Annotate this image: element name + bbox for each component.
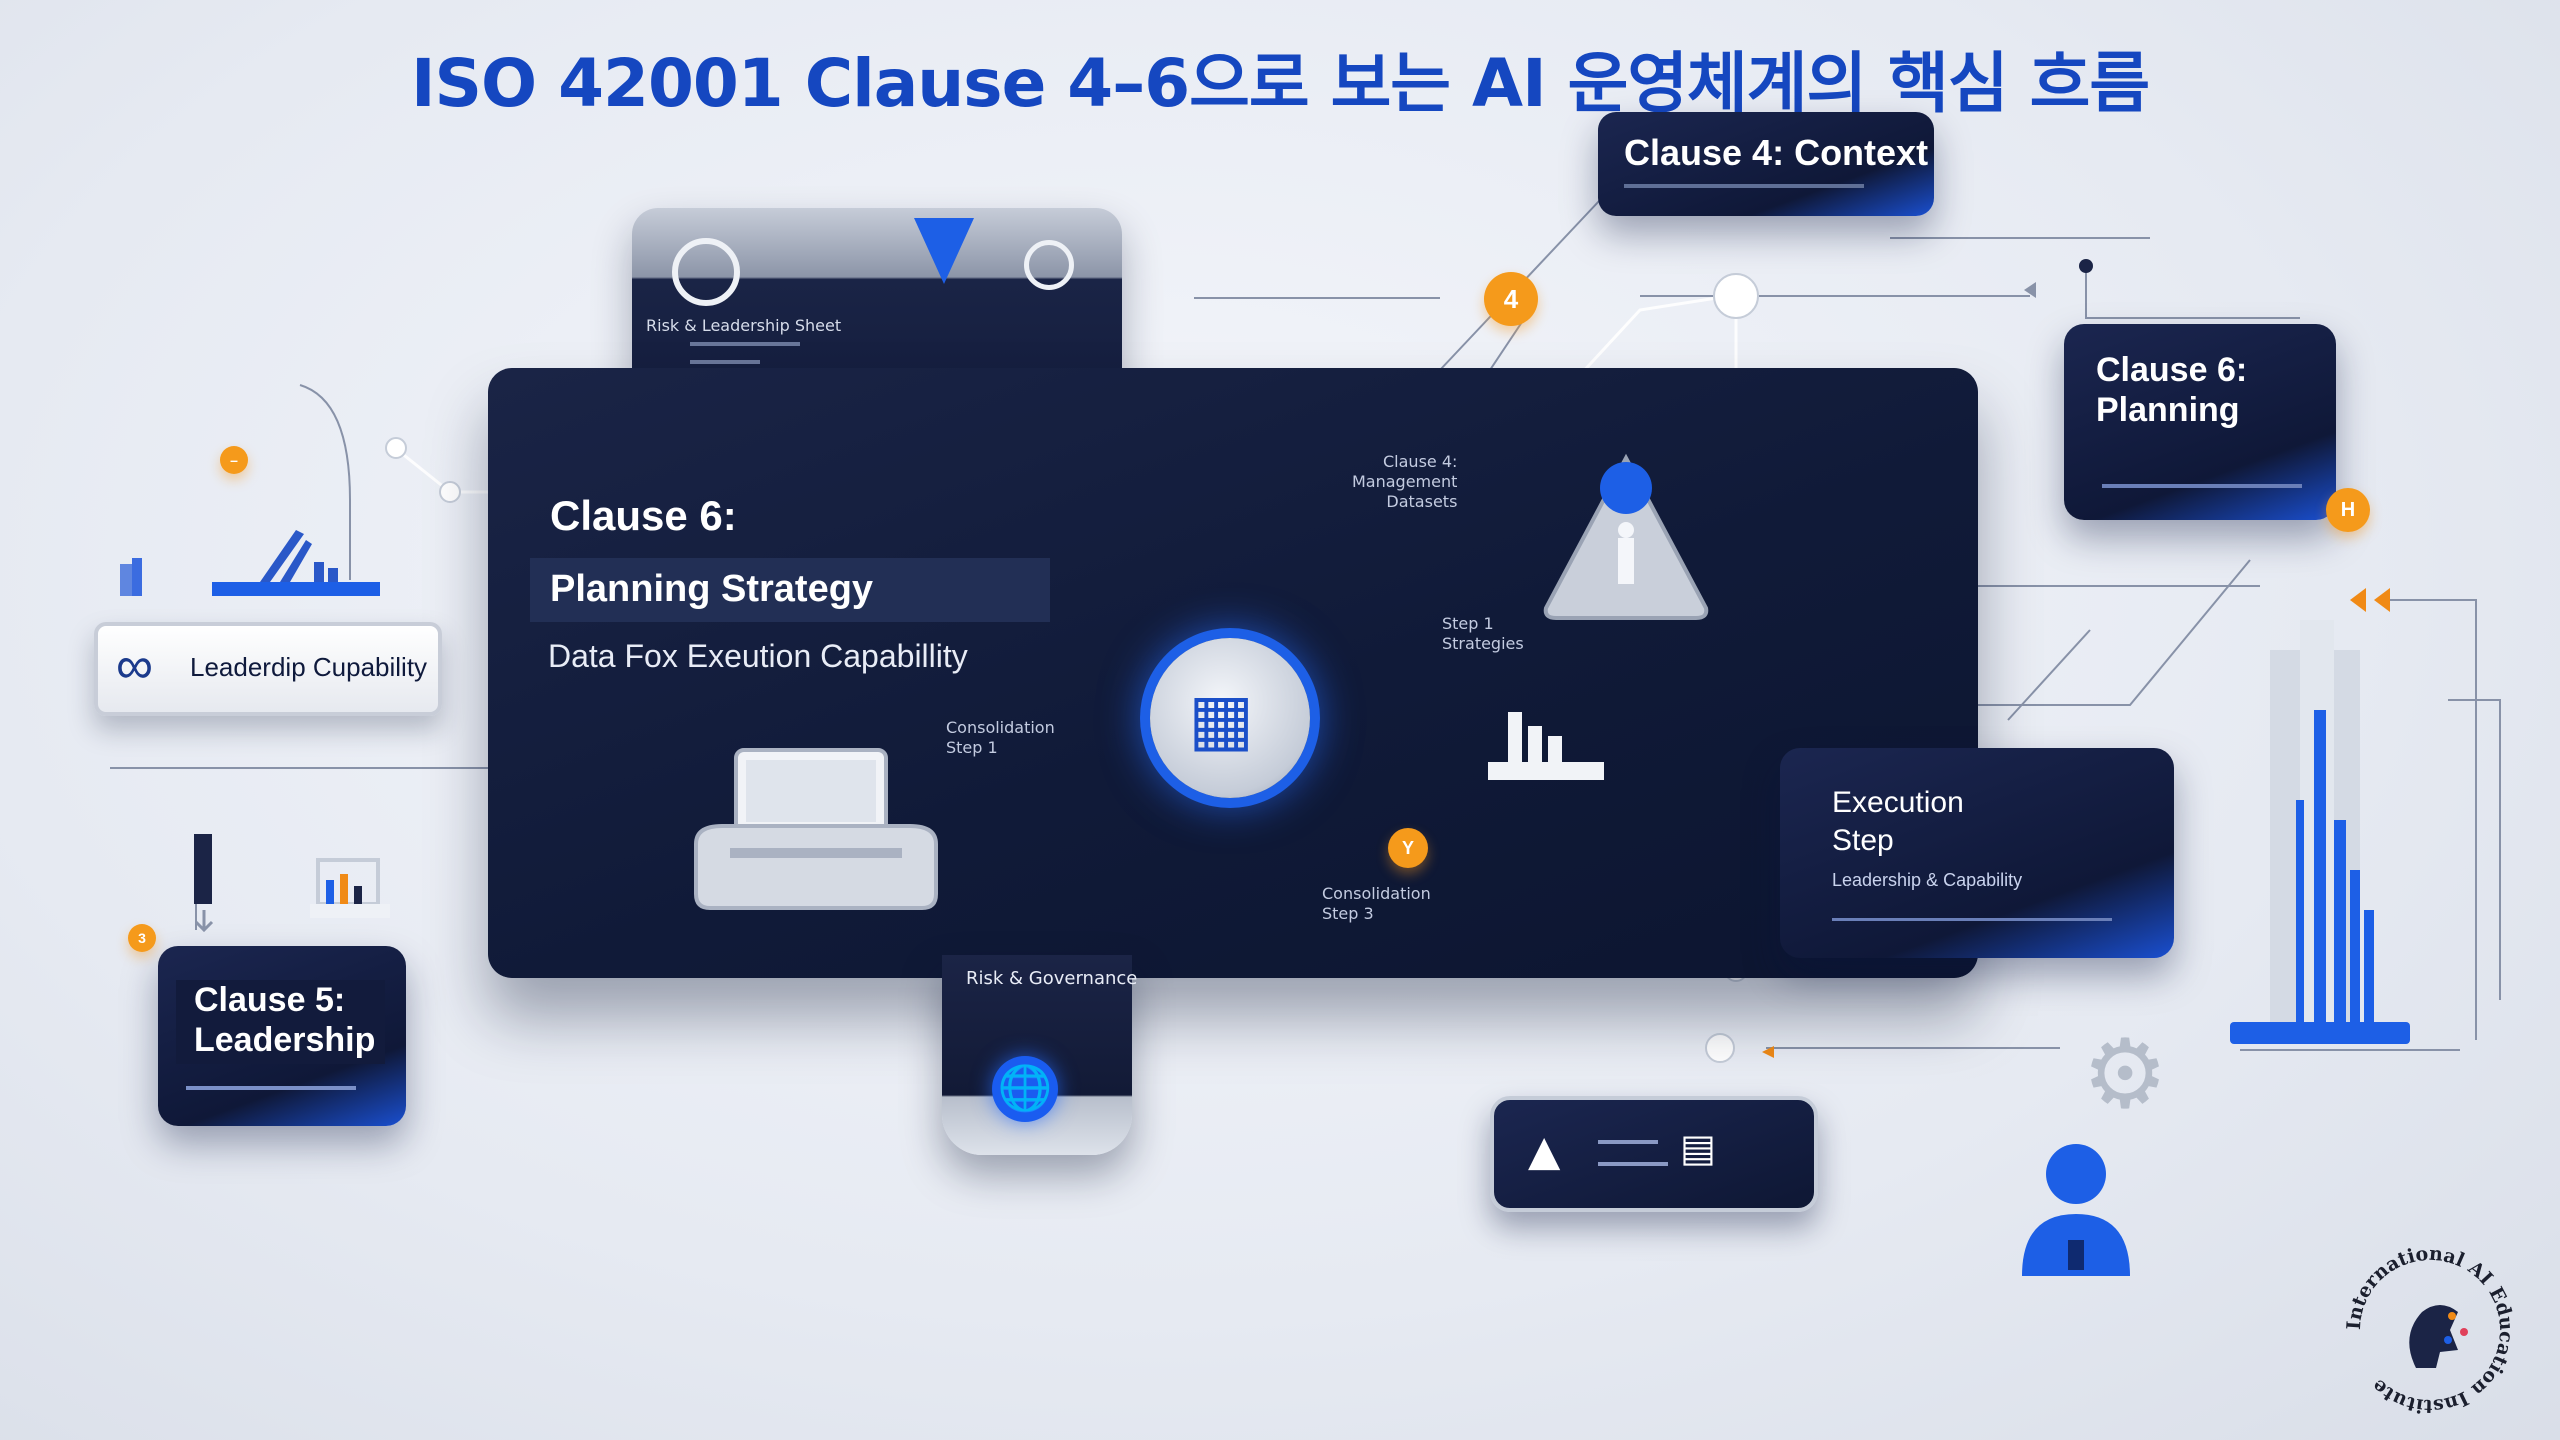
page-title: ISO 42001 Clause 4–6으로 보는 AI 운영체계의 핵심 흐름	[410, 45, 2150, 122]
bottom-tab	[942, 955, 1132, 1155]
context-card-title: Clause 4: Context	[1624, 132, 1929, 173]
bottom-panel-line	[1598, 1162, 1668, 1166]
tablet-line	[690, 360, 760, 364]
management-label: Clause 4: Management Datasets	[1352, 452, 1458, 511]
center-badge: Y	[1388, 828, 1428, 868]
tablet-heading: Risk & Leadership Sheet	[646, 316, 842, 335]
small-bar-chart-icon	[1488, 712, 1604, 780]
laptop-printer-icon	[686, 744, 946, 918]
leadership-card-title: Clause 5: Leadership	[176, 980, 386, 1064]
globe-icon[interactable]: 🌐	[992, 1056, 1058, 1122]
chart-icon: ▲	[1528, 1126, 1561, 1175]
leadership-card-line1: Clause 5:	[194, 981, 346, 1019]
step-1-label: Consolidation Step 1	[946, 718, 1055, 757]
bottom-panel-line	[1598, 1140, 1658, 1144]
ring-icon	[1024, 240, 1074, 290]
risk-governance-label: Risk & Governance	[966, 968, 1138, 989]
institute-logo: International AI Education Institute	[2340, 1240, 2520, 1424]
device-icons	[194, 834, 390, 933]
center-description: Data Fox Exeution Capabillity	[548, 638, 968, 674]
execution-step-card[interactable]: Execution Step Leadership & Capability	[1780, 748, 2174, 958]
left-badge: –	[220, 446, 248, 474]
center-subtitle-highlight	[530, 558, 1050, 622]
leadership-card-line	[186, 1086, 356, 1090]
planning-badge: H	[2326, 488, 2370, 532]
planning-card-line1: Clause 6:	[2096, 351, 2248, 389]
execution-card-line2: Step	[1832, 824, 1894, 857]
lower-left-badge: 3	[128, 924, 156, 952]
bar-tray-icon	[120, 530, 380, 596]
document-icon: ▤	[1680, 1126, 1716, 1170]
execution-card-line	[1832, 918, 2112, 921]
planning-card[interactable]: Clause 6: Planning	[2064, 324, 2336, 520]
link-icon: ∞	[116, 637, 154, 695]
bar-chart-icon	[2230, 620, 2410, 1044]
planning-card-title: Clause 6: Planning	[2096, 350, 2247, 430]
tablet-line	[690, 342, 800, 346]
execution-card-title: Execution Step	[1832, 784, 1964, 860]
planning-card-line	[2102, 484, 2302, 488]
leadership-card[interactable]: Clause 5: Leadership	[158, 946, 406, 1126]
context-card[interactable]: Clause 4: Context	[1598, 112, 1934, 216]
step-3-label: Consolidation Step 3	[1322, 884, 1431, 923]
step-4-badge: 4	[1484, 272, 1538, 326]
ring-icon	[672, 238, 740, 306]
center-subtitle: Planning Strategy	[550, 568, 874, 610]
execution-card-subtitle: Leadership & Capability	[1832, 870, 2023, 890]
center-clause-title: Clause 6:	[550, 492, 737, 539]
step-2-label: Step 1 Strategies	[1442, 614, 1524, 653]
leadership-card-line2: Leadership	[194, 1021, 376, 1059]
leadership-capability-card[interactable]: ∞ Leaderdip Cupability	[94, 622, 442, 716]
hub-node[interactable]: ▦	[1150, 638, 1310, 798]
person-warning-icon	[1536, 448, 1716, 632]
factory-icon: ▦	[1188, 678, 1255, 760]
context-card-line	[1624, 184, 1864, 188]
funnel-icon	[914, 218, 974, 284]
execution-card-line1: Execution	[1832, 786, 1964, 819]
leadership-capability-label: Leaderdip Cupability	[190, 652, 428, 682]
planning-card-line2: Planning	[2096, 391, 2240, 429]
gear-icon: ⚙	[2082, 1018, 2169, 1130]
person-icon	[2016, 1136, 2136, 1290]
bottom-dashboard-panel[interactable]: ▲ ▤	[1490, 1096, 1818, 1212]
